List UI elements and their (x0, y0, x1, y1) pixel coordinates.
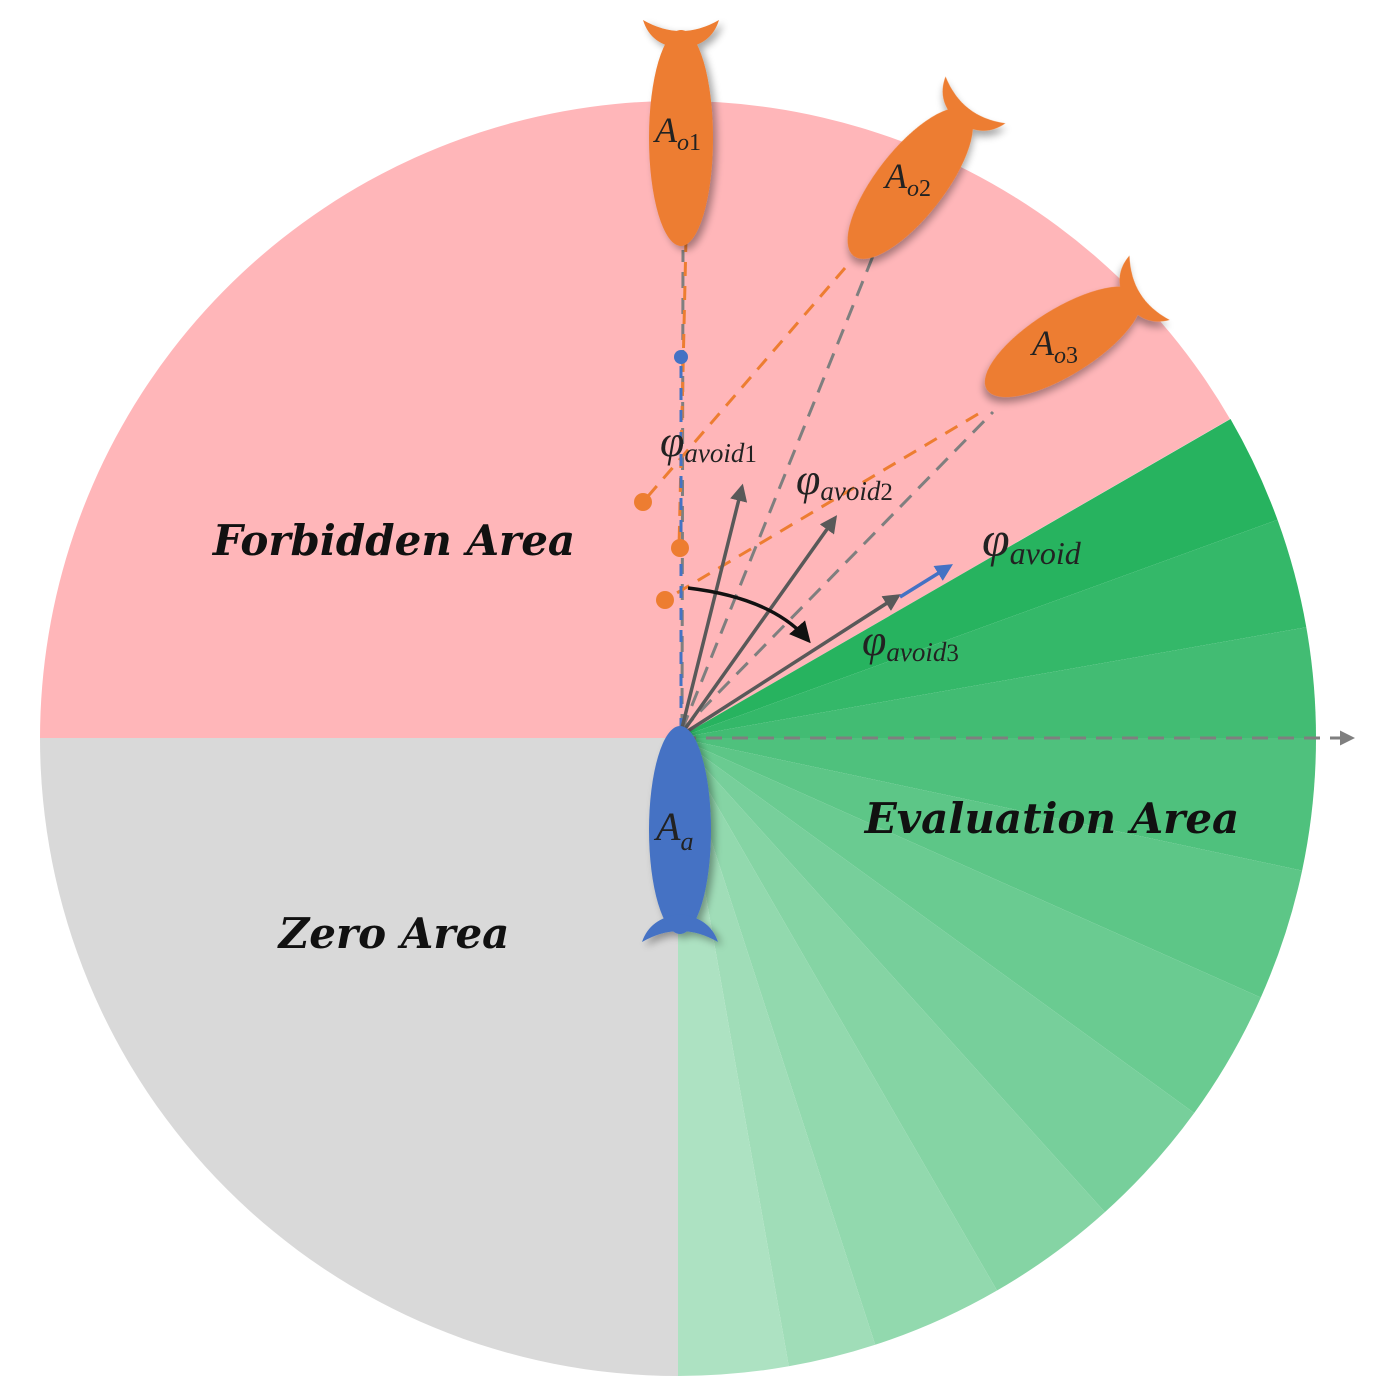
evaluation-wedge-11 (678, 738, 789, 1376)
evaluation-wedge-8 (678, 738, 1105, 1291)
evaluation-wedge-7 (678, 738, 1195, 1213)
obstacle-1 (643, 20, 719, 246)
evaluation-wedge-5 (678, 738, 1303, 998)
phi-avoid-label: φavoid (982, 511, 1082, 571)
offset-point-orange-2 (671, 539, 689, 557)
phi-avoid-3-label: φavoid3 (862, 616, 959, 667)
avoid-vector-1 (678, 483, 748, 737)
evaluation-wedge-1 (678, 419, 1278, 738)
offset-line-2 (641, 267, 847, 503)
offset-point-orange-3 (656, 591, 674, 609)
forbidden-area-label: Forbidden Area (212, 516, 575, 565)
sight-line-3 (680, 410, 995, 732)
evaluation-wedge-3 (678, 627, 1316, 738)
offset-point-blue (674, 350, 688, 364)
obstacle-3 (984, 255, 1170, 398)
evaluation-wedge-4 (678, 738, 1316, 871)
sight-line-1 (680, 249, 685, 731)
zero-area-label: Zero Area (277, 909, 510, 958)
avoid-vector-final (899, 564, 953, 599)
avoid-vector-3 (679, 594, 901, 738)
offset-line-3 (664, 412, 979, 602)
obstacle-3-label: Ao3 (1030, 323, 1078, 369)
sight-line-2 (680, 255, 875, 731)
evaluation-area-label: Evaluation Area (864, 794, 1240, 843)
obstacle-2-label: Ao2 (883, 156, 931, 202)
evaluation-wedge-10 (678, 738, 876, 1367)
phi-avoid-1-label: φavoid1 (660, 417, 757, 468)
evaluation-wedge-9 (678, 738, 997, 1345)
evaluation-wedge-2 (678, 519, 1307, 738)
avoid-vector-2 (678, 515, 838, 738)
obstacle-2 (847, 76, 1006, 259)
evaluation-area-sectors (678, 419, 1316, 1376)
rotation-arrow (687, 586, 811, 644)
offset-point-orange-1 (634, 493, 652, 511)
agent-label: Aa (653, 804, 693, 856)
zero-area-sector (40, 738, 678, 1376)
phi-avoid-2-label: φavoid2 (796, 455, 893, 506)
agent-fish (642, 726, 718, 942)
obstacle-1-label: Ao1 (653, 110, 701, 156)
evaluation-wedge-6 (678, 738, 1261, 1113)
